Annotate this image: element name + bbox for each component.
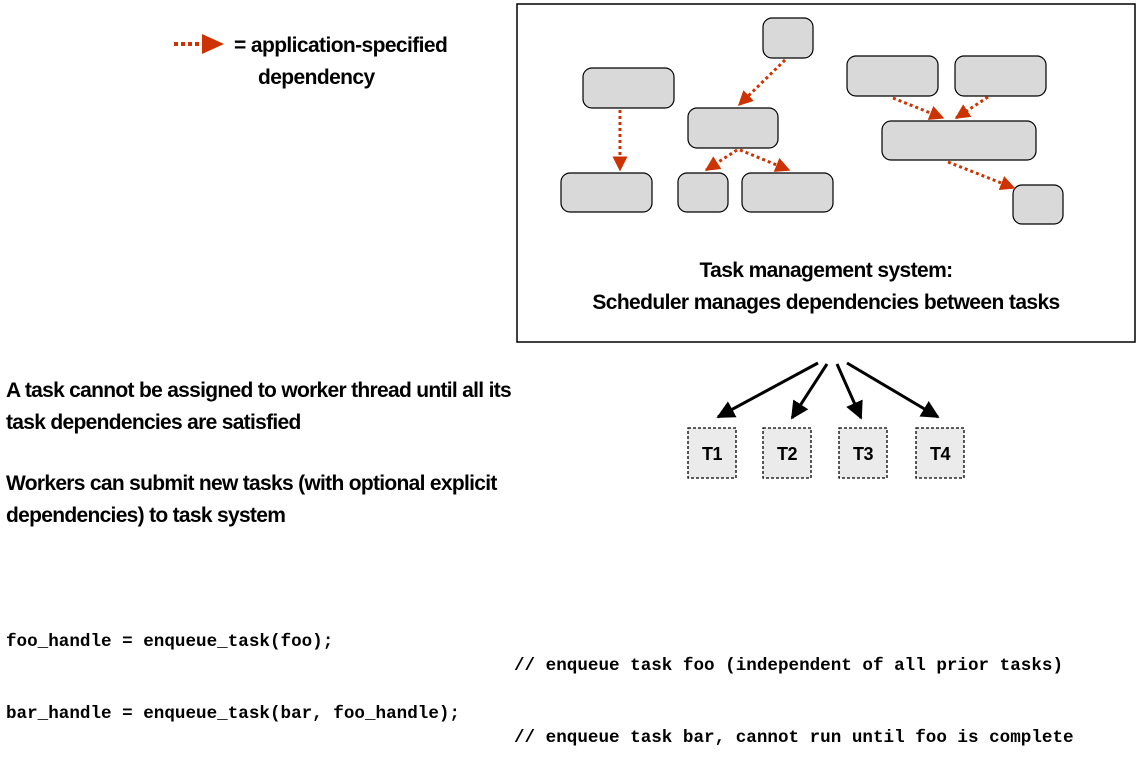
worker-label-t4: T4	[929, 444, 951, 464]
note-line: Workers can submit new tasks (with optio…	[6, 472, 497, 495]
note-line: dependencies) to task system	[6, 504, 286, 527]
code-line: foo_handle = enqueue_task(foo); // enque…	[6, 606, 1136, 676]
task-node	[560, 172, 653, 213]
worker-box-t2	[762, 427, 812, 479]
worker-label-t2: T2	[776, 444, 798, 464]
task-node	[954, 55, 1047, 97]
note-line: task dependencies are satisfied	[6, 411, 301, 434]
task-node	[846, 55, 939, 97]
dispatch-arrow	[835, 363, 863, 420]
legend-line-1: = application-specified	[234, 34, 448, 57]
dependency-arrow	[704, 148, 738, 172]
legend-label: = application-specified dependency	[234, 30, 494, 94]
worker-box-t1	[687, 427, 737, 479]
task-node	[582, 67, 675, 109]
code-comment: // enqueue task foo (independent of all …	[514, 656, 1064, 676]
task-node	[881, 120, 1037, 161]
task-node	[687, 107, 779, 149]
dependency-arrow	[737, 58, 787, 107]
dispatch-arrow	[846, 361, 940, 419]
legend-dependency-arrow	[174, 34, 224, 54]
legend-line-2: dependency	[258, 66, 375, 89]
task-node	[677, 172, 729, 213]
worker-threads	[687, 427, 965, 479]
worker-box-t3	[838, 427, 888, 479]
dependency-arrow	[954, 95, 989, 120]
note-assignment-rule: A task cannot be assigned to worker thre…	[6, 375, 526, 439]
worker-label-t1: T1	[701, 444, 723, 464]
dependency-arrow	[892, 96, 945, 120]
dispatch-arrow	[790, 363, 829, 420]
dependency-arrows	[612, 58, 1016, 191]
diagram-canvas	[174, 3, 1136, 479]
code-statement: foo_handle = enqueue_task(foo);	[6, 632, 334, 652]
dependency-arrow	[739, 148, 791, 172]
dispatch-arrow	[716, 361, 819, 419]
task-node	[762, 17, 814, 59]
task-graph	[560, 17, 1064, 225]
worker-label-t3: T3	[852, 444, 874, 464]
caption-line-2: Scheduler manages dependencies between t…	[592, 291, 1060, 314]
task-node	[741, 172, 834, 213]
code-statement: bar_handle = enqueue_task(bar, foo_handl…	[6, 704, 460, 724]
worker-box-t4	[915, 427, 965, 479]
code-comment: // enqueue task bar, cannot run until fo…	[514, 728, 1074, 748]
task-node	[1012, 184, 1064, 225]
caption-line-1: Task management system:	[699, 259, 953, 282]
note-line: A task cannot be assigned to worker thre…	[6, 379, 512, 402]
code-line: bar_handle = enqueue_task(bar, foo_handl…	[6, 678, 1136, 748]
code-snippet: foo_handle = enqueue_task(foo); // enque…	[6, 558, 1136, 748]
note-task-submission: Workers can submit new tasks (with optio…	[6, 468, 526, 532]
dispatch-arrows	[716, 361, 940, 420]
task-system-caption: Task management system: Scheduler manage…	[517, 255, 1135, 319]
